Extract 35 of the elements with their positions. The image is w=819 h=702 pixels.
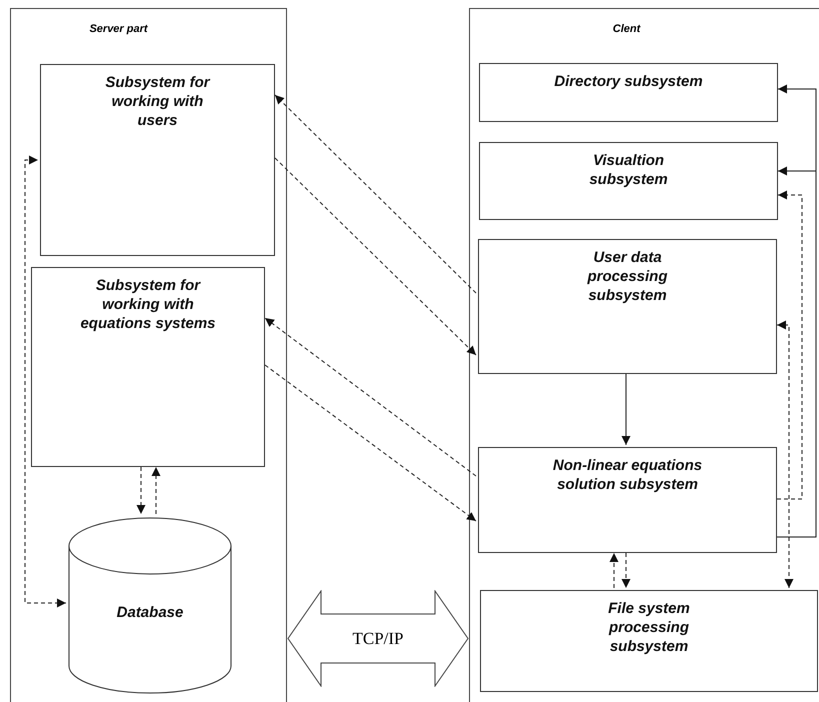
- arrow: [24, 156, 66, 608]
- arrow: [274, 94, 476, 294]
- subsystem-box: [478, 239, 777, 374]
- arrow: [274, 158, 476, 356]
- database-cylinder: [68, 516, 232, 694]
- arrow: [622, 374, 630, 446]
- panel-title: Server part: [89, 22, 148, 37]
- subsystem-box: [480, 590, 818, 692]
- panel-title: Clent: [612, 22, 640, 37]
- subsystem-box: [478, 447, 777, 553]
- database-label: Database: [116, 603, 184, 623]
- arrow: [776, 166, 816, 538]
- arrow: [264, 318, 476, 476]
- arrow: [776, 320, 794, 588]
- arrow: [622, 552, 630, 588]
- box-label: Directory subsystem: [554, 72, 703, 91]
- arrow: [776, 190, 802, 500]
- subsystem-box: [31, 267, 265, 467]
- subsystem-box: [479, 63, 778, 122]
- arrow: [610, 552, 618, 588]
- arrow: [152, 466, 160, 514]
- panel: [10, 8, 287, 702]
- box-label: Visualtion subsystem: [588, 151, 669, 189]
- subsystem-box: [40, 64, 275, 256]
- box-label: User data processing subsystem: [586, 248, 669, 305]
- double-arrow: [287, 590, 469, 687]
- box-label: Subsystem for working with users: [104, 73, 212, 130]
- subsystem-box: [479, 142, 778, 220]
- panel: [469, 8, 819, 702]
- arrow: [264, 364, 476, 522]
- box-label: Subsystem for working with equations systems: [79, 276, 217, 333]
- arrow: [136, 466, 146, 514]
- protocol-label: TCP/IP: [352, 628, 404, 650]
- box-label: File system processing subsystem: [607, 599, 691, 656]
- box-label: Non-linear equations solution subsystem: [552, 456, 704, 494]
